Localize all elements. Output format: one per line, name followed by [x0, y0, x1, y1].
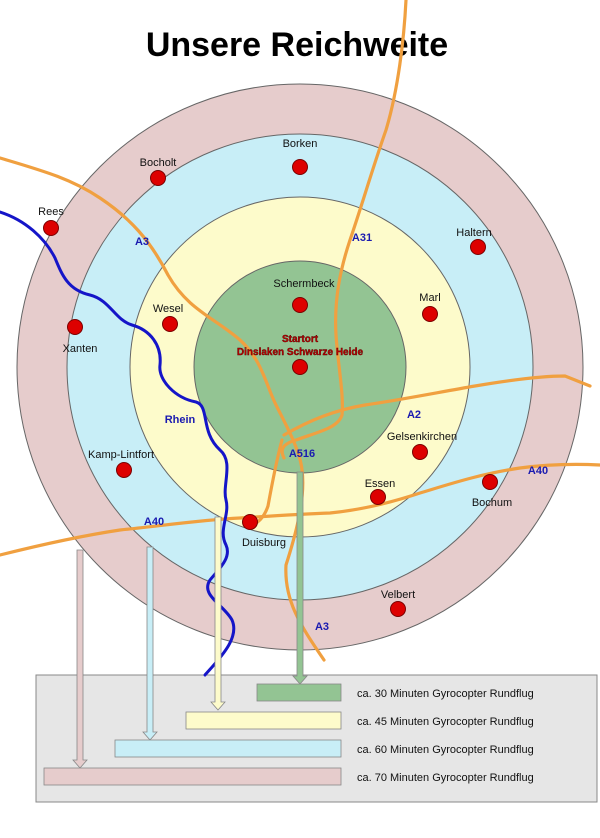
city-marker-duisburg — [242, 514, 258, 530]
road-a40 — [0, 462, 600, 557]
legend-bars — [43, 683, 342, 786]
legend-bar-60 — [114, 739, 342, 758]
city-label-borken: Borken — [283, 138, 318, 150]
legend-label-30: ca. 30 Minuten Gyrocopter Rundflug — [357, 688, 534, 700]
connector-60-minutes — [142, 546, 158, 741]
road-a3 — [0, 156, 326, 662]
city-marker-essen — [370, 489, 386, 505]
road-label-a31: A31 — [352, 232, 372, 244]
city-label-gelsenkirchen: Gelsenkirchen — [387, 431, 457, 443]
city-label-schermbeck: Schermbeck — [273, 278, 335, 290]
city-marker-bochum — [482, 474, 498, 490]
road-label-a2: A2 — [407, 409, 421, 421]
roads — [0, 0, 600, 662]
road-labels: A3 A31 A2 A516 A40 A40 A3 — [135, 232, 548, 633]
city-label-rees: Rees — [38, 206, 64, 218]
legend-label-70: ca. 70 Minuten Gyrocopter Rundflug — [357, 772, 534, 784]
river-rhein — [0, 210, 236, 677]
legend-labels: ca. 30 Minuten Gyrocopter Rundflug ca. 4… — [357, 688, 534, 784]
city-label-marl: Marl — [419, 292, 440, 304]
connector-70-minutes — [72, 549, 88, 769]
river-label-rhein: Rhein — [165, 414, 196, 426]
city-marker-borken — [292, 159, 308, 175]
cities — [43, 159, 498, 617]
connector-30-minutes — [292, 471, 308, 685]
city-marker-rees — [43, 220, 59, 236]
legend-connectors — [72, 471, 308, 769]
road-label-a3-north: A3 — [135, 236, 149, 248]
city-label-essen: Essen — [365, 478, 396, 490]
connector-45-minutes — [210, 516, 226, 711]
city-label-haltern: Haltern — [456, 227, 491, 239]
city-label-bocholt: Bocholt — [140, 157, 177, 169]
legend-bar-70 — [43, 767, 342, 786]
city-marker-haltern — [470, 239, 486, 255]
city-marker-wesel — [162, 316, 178, 332]
city-labels: Borken Bocholt Rees Haltern Schermbeck M… — [38, 138, 512, 601]
city-label-bochum: Bochum — [472, 497, 512, 509]
road-a2 — [282, 374, 592, 437]
legend-bar-30 — [256, 683, 342, 702]
city-marker-marl — [422, 306, 438, 322]
city-marker-kamp-lintfort — [116, 462, 132, 478]
city-marker-xanten — [67, 319, 83, 335]
legend-bar-45 — [185, 711, 342, 730]
road-a31 — [280, 0, 408, 460]
city-marker-gelsenkirchen — [412, 444, 428, 460]
city-label-kamp-lintfort: Kamp-Lintfort — [88, 449, 154, 461]
start-label-line2: Dinslaken Schwarze Heide — [237, 347, 364, 358]
start-label-line1: Startort — [282, 334, 319, 345]
city-marker-start — [292, 359, 308, 375]
legend-label-60: ca. 60 Minuten Gyrocopter Rundflug — [357, 744, 534, 756]
road-label-a40-east: A40 — [528, 465, 548, 477]
city-label-xanten: Xanten — [63, 343, 98, 355]
page-title: Unsere Reichweite — [146, 26, 448, 64]
city-label-duisburg: Duisburg — [242, 537, 286, 549]
city-marker-velbert — [390, 601, 406, 617]
legend-label-45: ca. 45 Minuten Gyrocopter Rundflug — [357, 716, 534, 728]
city-marker-schermbeck — [292, 297, 308, 313]
city-label-velbert: Velbert — [381, 589, 415, 601]
city-marker-bocholt — [150, 170, 166, 186]
city-label-wesel: Wesel — [153, 303, 183, 315]
road-label-a40-west: A40 — [144, 516, 164, 528]
road-label-a516: A516 — [289, 448, 315, 460]
road-label-a3-south: A3 — [315, 621, 329, 633]
